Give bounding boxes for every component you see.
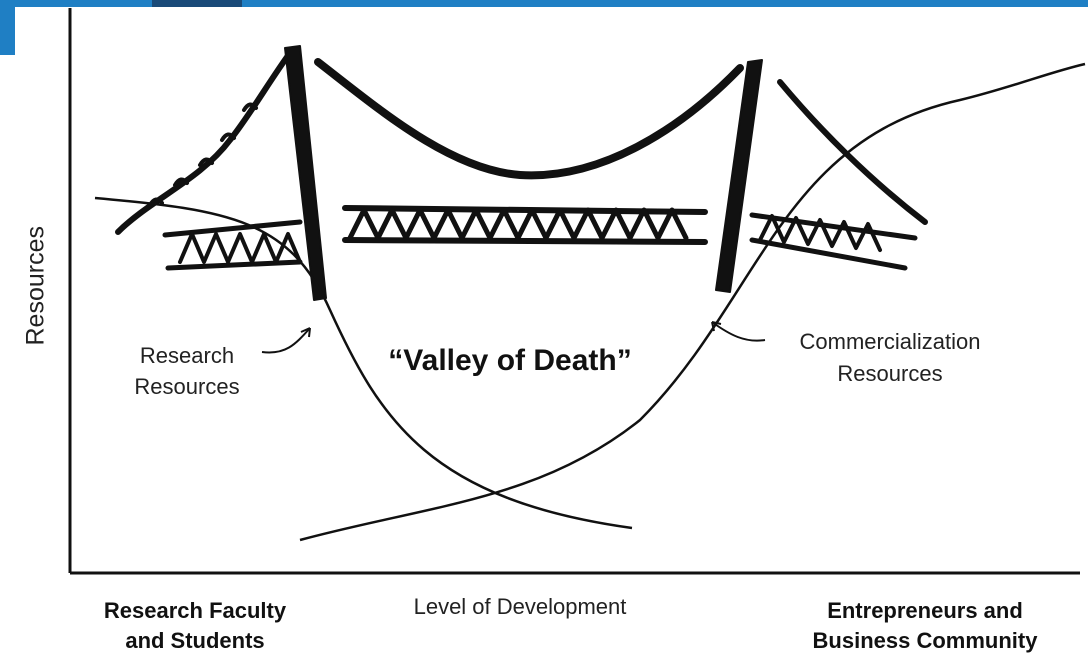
- commercialization-resources-label: Commercialization Resources: [760, 326, 1020, 390]
- header-bar-accent: [152, 0, 242, 7]
- x-axis-label: Level of Development: [413, 594, 627, 619]
- left-stakeholder-label: Research Faculty and Students: [60, 596, 330, 656]
- commercialization-arrow: [711, 321, 766, 342]
- corner-tab: [0, 0, 15, 55]
- right-stakeholder-label: Entrepreneurs and Business Community: [770, 596, 1080, 656]
- right-stakeholder-line-1: Entrepreneurs and: [827, 598, 1023, 623]
- right-stakeholder-line-2: Business Community: [812, 628, 1038, 653]
- left-stakeholder-line-2: and Students: [125, 628, 265, 653]
- research-label-line-1: Research: [139, 343, 235, 368]
- header-bar: [0, 0, 1088, 7]
- commercialization-label-line-1: Commercialization: [799, 329, 981, 354]
- research-resources-curve: [94, 196, 633, 530]
- research-arrow: [261, 327, 311, 354]
- valley-of-death-label: “Valley of Death”: [388, 344, 632, 377]
- bridge-sketch-image: [115, 45, 928, 301]
- research-resources-label: Research Resources: [112, 340, 262, 402]
- research-label-line-2: Resources: [134, 374, 240, 399]
- commercialization-label-line-2: Resources: [837, 361, 943, 386]
- commercialization-resources-curve: [299, 62, 1086, 542]
- y-axis-label: Resources: [21, 226, 50, 346]
- left-stakeholder-line-1: Research Faculty: [103, 598, 287, 623]
